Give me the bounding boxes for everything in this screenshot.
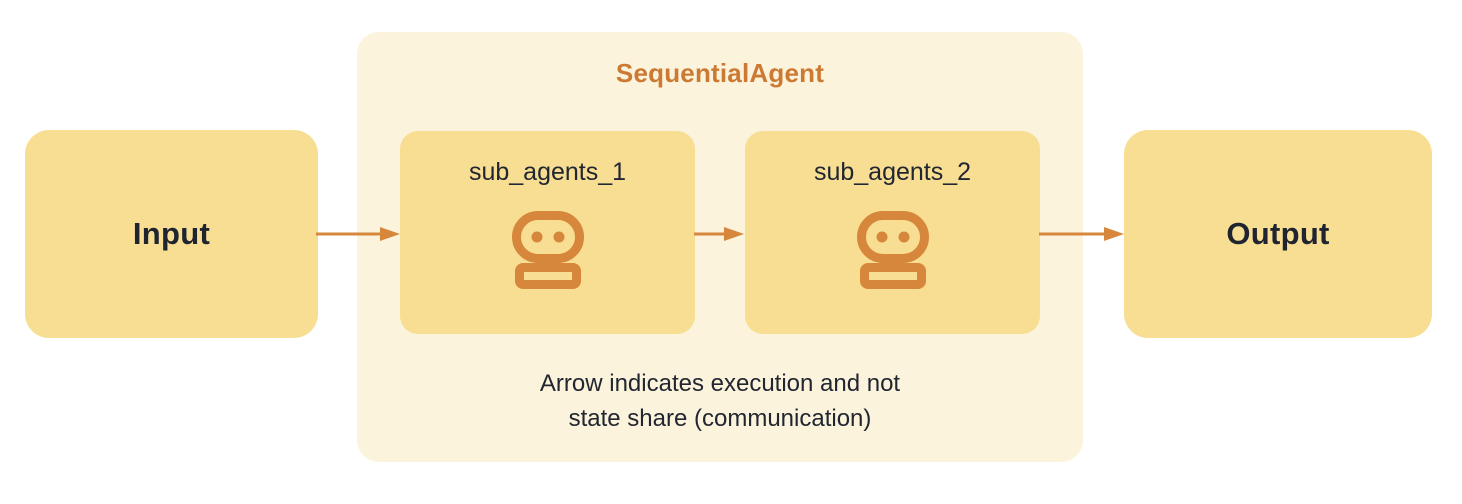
agent-box-sub-agents-2: sub_agents_2 (745, 131, 1040, 334)
arrow-right-icon-agent2-to-output (1039, 227, 1124, 241)
output-box: Output (1124, 130, 1432, 338)
caption-line-2: state share (communication) (568, 405, 872, 432)
arrow-right-icon-agent1-to-agent2 (694, 227, 744, 241)
sequential-agent-container: SequentialAgent sub_agents_1 sub_agents_… (357, 32, 1083, 462)
sequential-agent-title: SequentialAgent (615, 58, 825, 88)
agent-label: sub_agents_2 (813, 158, 972, 186)
agent-box-sub-agents-1: sub_agents_1 (400, 131, 695, 334)
input-box: Input (25, 130, 318, 338)
caption-line-1: Arrow indicates execution and not (539, 370, 901, 397)
robot-icon (856, 211, 929, 289)
robot-icon (511, 211, 584, 289)
caption-note: Arrow indicates execution and not state … (357, 366, 1083, 436)
input-label: Input (132, 216, 211, 251)
arrow-right-icon-input-to-agent1 (316, 227, 400, 241)
output-label: Output (1226, 216, 1330, 251)
agent-label: sub_agents_1 (468, 158, 627, 186)
